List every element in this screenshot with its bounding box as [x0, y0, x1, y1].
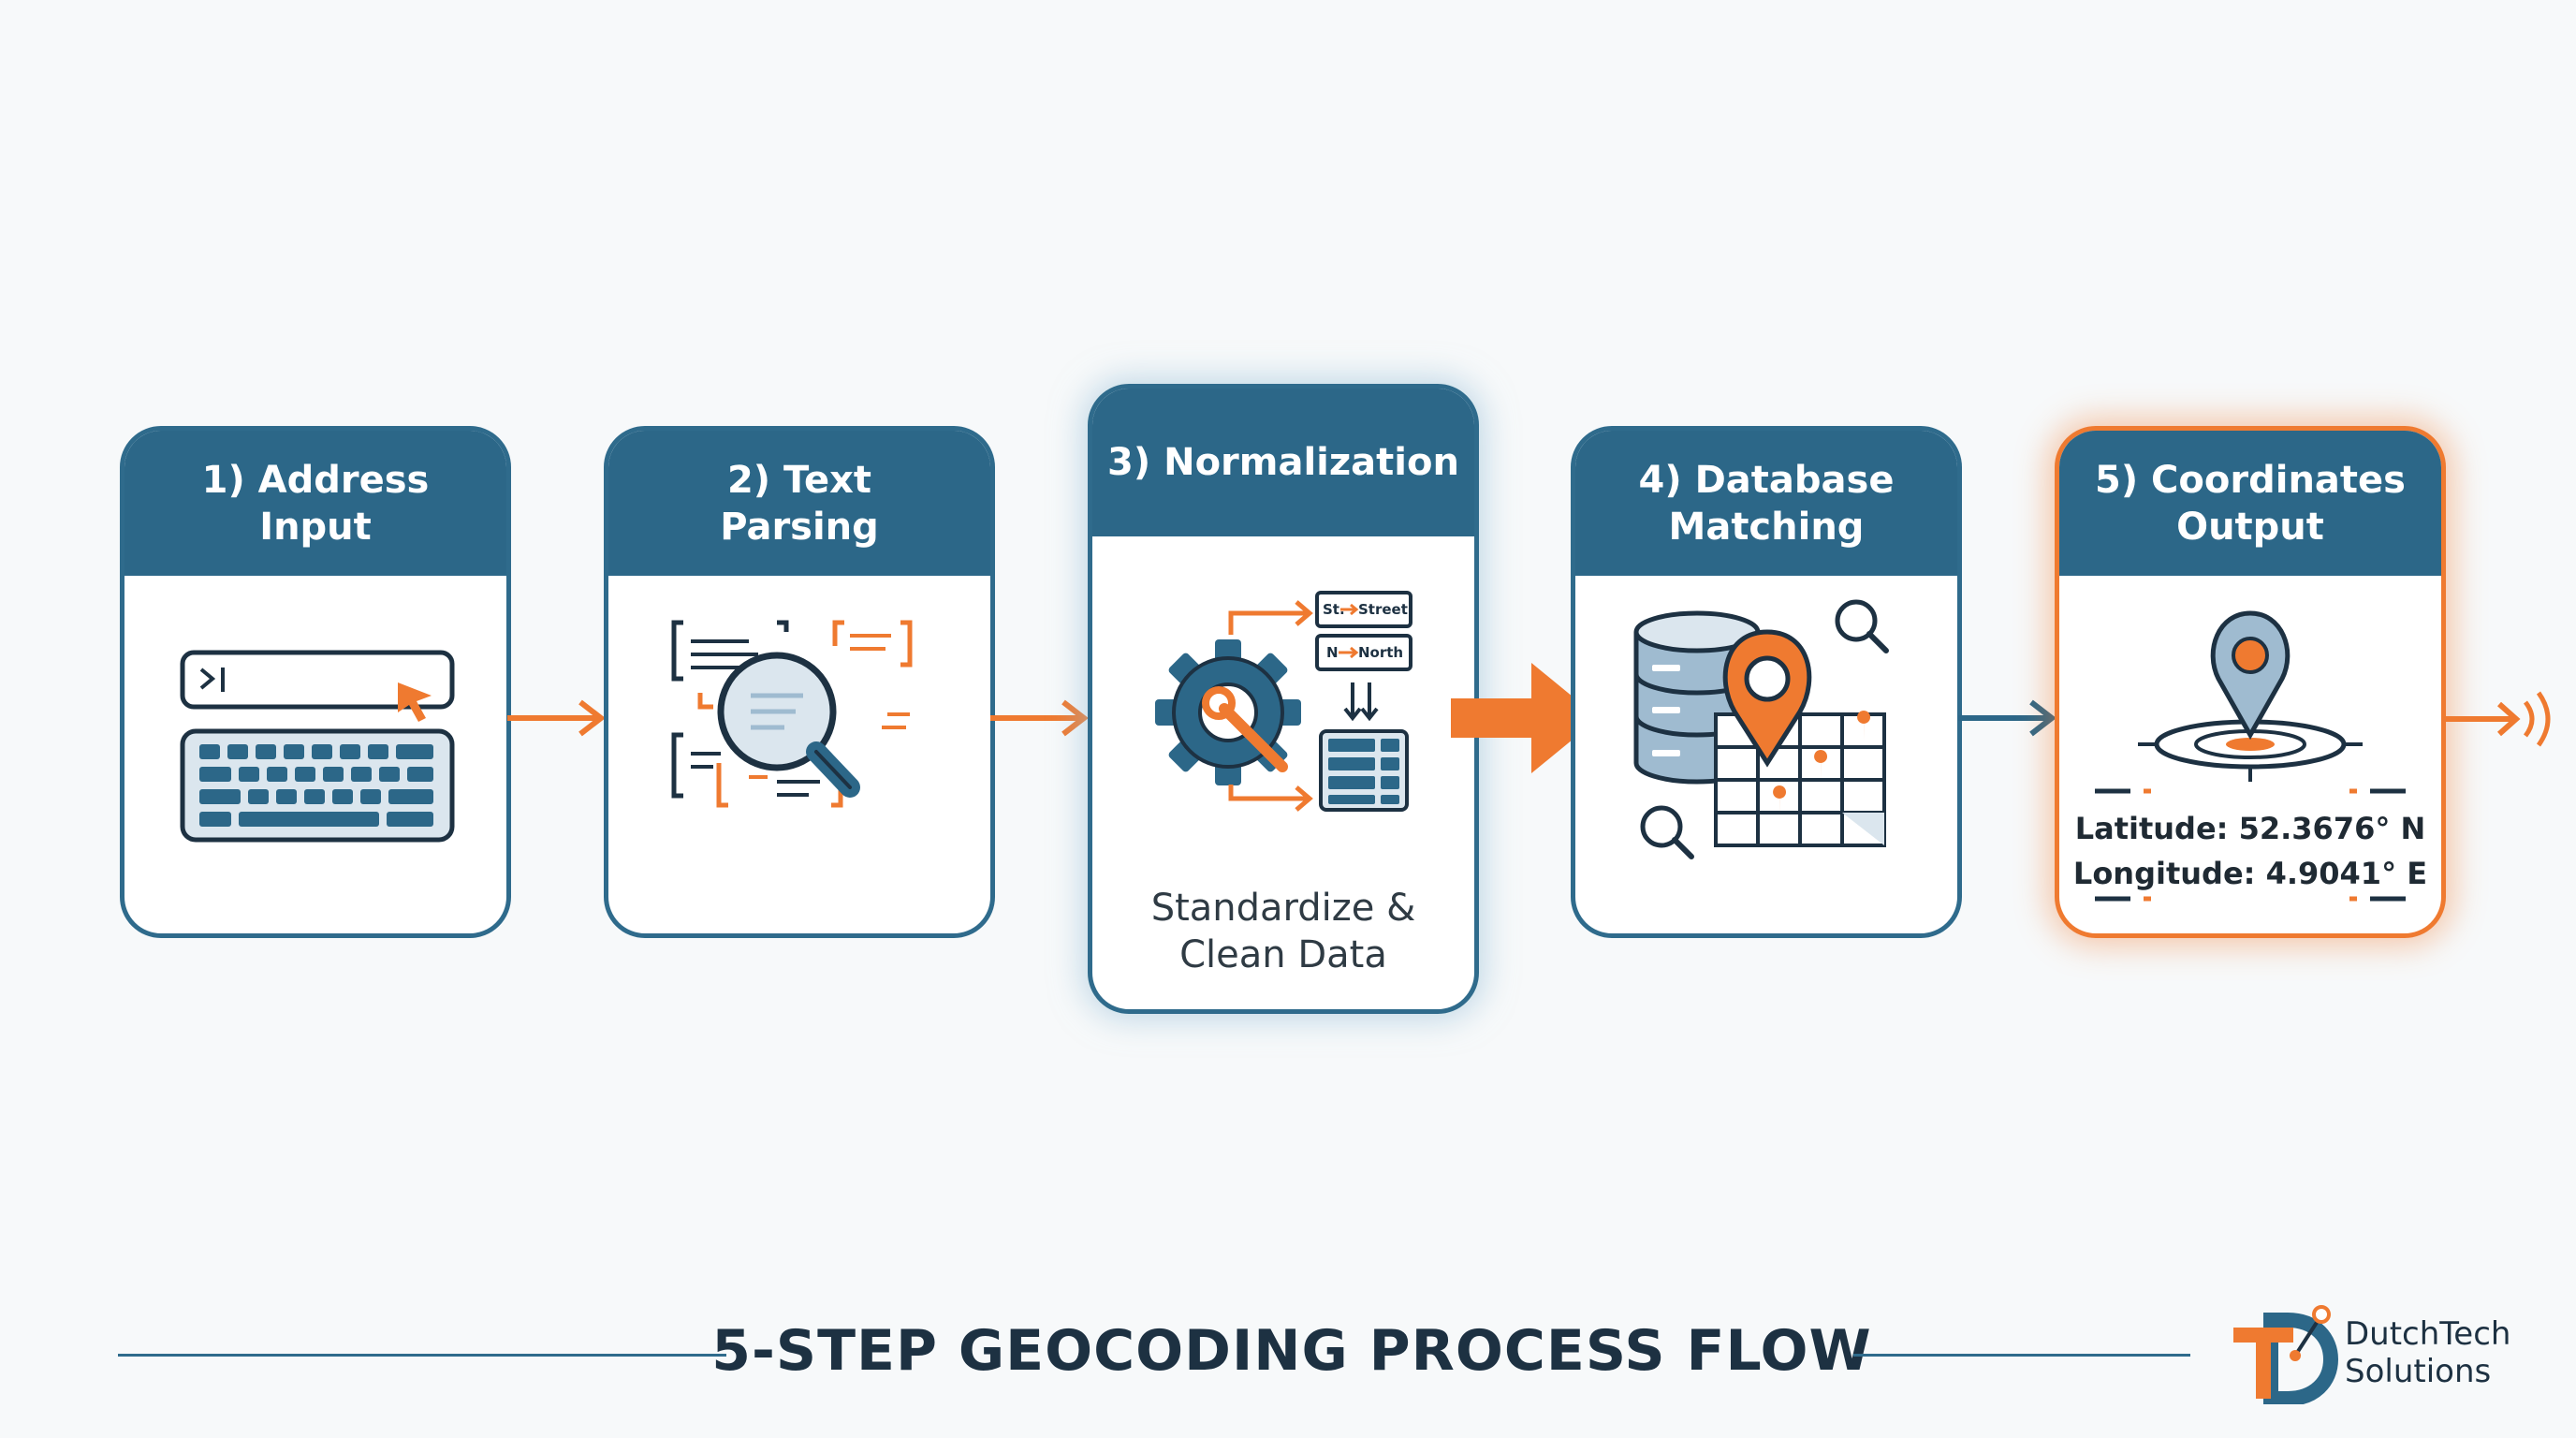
step-caption: Standardize & Clean Data — [1150, 887, 1416, 976]
output-signal-arrow — [2443, 691, 2551, 747]
step-title: 5) Coordinates Output — [2059, 431, 2441, 576]
flow-arrow-large — [1451, 663, 1599, 773]
brand-name: DutchTech Solutions — [2345, 1315, 2511, 1390]
location-pin-icon — [2095, 610, 2406, 902]
magnifier-icon — [671, 620, 913, 808]
mini-label-to: Street — [1358, 601, 1408, 618]
latitude-value: Latitude: 52.3676° N — [2074, 811, 2426, 846]
gear-icon — [1155, 591, 1412, 812]
flow-arrow — [990, 699, 1089, 737]
keyboard-icon — [180, 650, 455, 843]
footer-rule-right — [1853, 1354, 2190, 1357]
step-card-normalization: 3) Normalization — [1088, 384, 1479, 1014]
footer-title: 5-STEP GEOCODING PROCESS FLOW — [711, 1318, 1872, 1384]
step-card-address-input: 1) Address Input — [120, 426, 511, 938]
flow-arrow — [507, 699, 606, 737]
step-title: 2) Text Parsing — [608, 431, 990, 576]
step-title: 4) Database Matching — [1575, 431, 1957, 576]
step-card-database-matching: 4) Database Matching — [1571, 426, 1962, 938]
mini-label-to: North — [1358, 644, 1404, 661]
mini-label-from: St. — [1323, 601, 1345, 618]
mini-label-from: N — [1326, 644, 1339, 661]
step-title: 1) Address Input — [124, 431, 506, 576]
mini-label-street: St. Street — [1317, 593, 1411, 626]
step-title: 3) Normalization — [1092, 389, 1474, 536]
footer-rule-left — [118, 1354, 726, 1357]
step-card-text-parsing: 2) Text Parsing — [604, 426, 995, 938]
mini-label-north: N North — [1317, 636, 1411, 669]
database-icon — [1633, 599, 1889, 859]
longitude-value: Longitude: 4.9041° E — [2072, 856, 2428, 891]
step-card-coordinates-output: 5) Coordinates Output Latitude: 52.3676° — [2055, 426, 2446, 938]
brand-logo-icon — [2233, 1305, 2338, 1404]
flow-arrow — [1958, 699, 2056, 737]
